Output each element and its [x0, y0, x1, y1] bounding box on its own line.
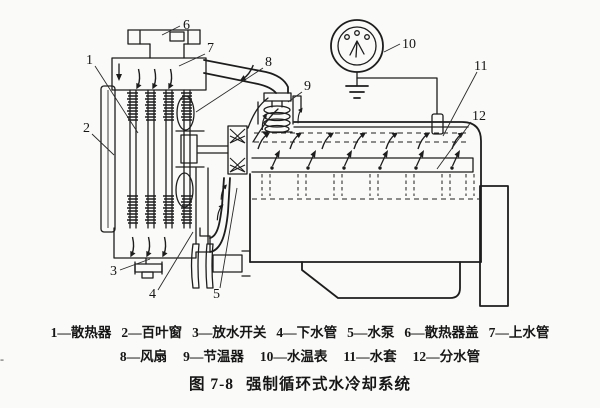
- part-label-9: 9: [304, 79, 311, 94]
- part-label-8: 8: [265, 55, 272, 70]
- gauge-needle: [349, 40, 365, 58]
- part-label-2: 2: [83, 121, 90, 136]
- legend-item: 2—百叶窗: [121, 325, 183, 340]
- legend-item: 6—散热器盖: [404, 325, 479, 340]
- temperature-gauge: [330, 19, 444, 135]
- legend-item: 4—下水管: [276, 325, 338, 340]
- figure-caption: 图 7-8 强制循环式水冷却系统: [0, 372, 600, 394]
- part-label-6: 6: [183, 18, 190, 33]
- engine-block: [249, 121, 482, 299]
- cooling-system-diagram: 1 2 3 4 5 6 7 8 9 10 11 12: [83, 18, 509, 307]
- legend-item: 3—放水开关: [192, 325, 267, 340]
- part-label-5: 5: [213, 287, 220, 302]
- water-pump: [227, 97, 279, 175]
- legend-item: 9—节温器: [183, 349, 244, 364]
- louver: [100, 85, 116, 233]
- oil-pan: [301, 261, 461, 299]
- legend-item: 1—散热器: [50, 325, 112, 340]
- upper-water-pipe: [203, 59, 289, 94]
- legend-row-2: 8—风扇 9—节温器 10—水温表 11—水套 12—分水管: [0, 346, 600, 368]
- part-label-7: 7: [207, 41, 214, 56]
- temperature-sensor: [431, 113, 444, 135]
- legend-item: 11—水套: [343, 349, 397, 364]
- legend-item: 7—上水管: [488, 325, 550, 340]
- gauge-wire: [356, 77, 438, 115]
- legend-item: 5—水泵: [347, 325, 395, 340]
- figure-number: 图 7-8: [188, 376, 235, 393]
- fan: [175, 95, 229, 208]
- figure-title: 强制循环式水冷却系统: [246, 376, 412, 393]
- radiator-cap: [127, 29, 201, 59]
- part-label-3: 3: [110, 264, 117, 279]
- radiator: [111, 29, 211, 259]
- pulley: [190, 167, 251, 289]
- part-label-12: 12: [472, 109, 486, 124]
- legend-item: 8—风扇: [119, 349, 168, 364]
- legend-item: 10—水温表: [259, 349, 328, 364]
- ground-symbol: [345, 71, 369, 99]
- drain-switch: [134, 257, 163, 279]
- flywheel-housing: [479, 185, 509, 307]
- part-label-1: 1: [86, 53, 93, 68]
- part-label-11: 11: [474, 59, 487, 74]
- part-label-4: 4: [149, 287, 156, 302]
- scan-artifact: -: [0, 352, 4, 366]
- part-labels: 1 2 3 4 5 6 7 8 9 10 11 12: [83, 18, 487, 302]
- legend-item: 12—分水管: [412, 349, 481, 364]
- lower-water-pipe: [209, 177, 231, 253]
- part-label-10: 10: [402, 37, 416, 52]
- figure-legend: 1—散热器 2—百叶窗 3—放水开关 4—下水管 5—水泵 6—散热器盖 7—上…: [0, 322, 600, 394]
- legend-row-1: 1—散热器 2—百叶窗 3—放水开关 4—下水管 5—水泵 6—散热器盖 7—上…: [0, 322, 600, 344]
